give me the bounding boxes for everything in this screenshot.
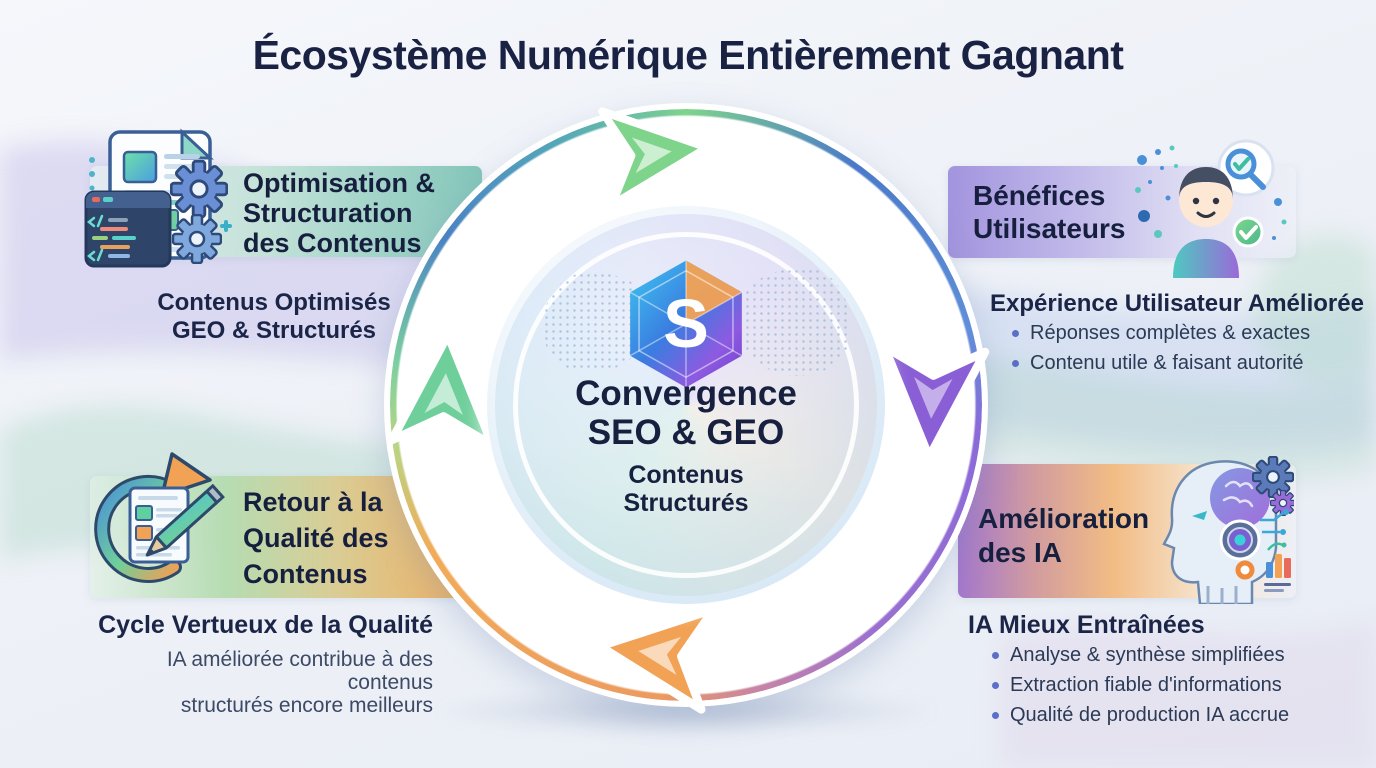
retour-subtitle: Cycle Vertueux de la Qualité [98,611,433,639]
center-title-line2: SEO & GEO [587,413,785,452]
sparkle [771,170,777,176]
retour-description: IA améliorée contribue à des contenus st… [166,648,433,717]
amelioration-title-line: Amélioration [978,503,1150,534]
amelioration-title-line: des IA [978,537,1063,568]
logo-letter: S [663,285,709,362]
amelioration-subtitle: IA Mieux Entraînées [968,611,1205,639]
page-title: Écosystème Numérique Entièrement Gagnant [252,32,1124,78]
optimisation-title: Optimisation & Structuration des Contenu… [243,168,435,258]
optimisation-subtitle-line: GEO & Structurés [171,317,377,344]
sparkle [494,566,498,570]
sparkle [451,491,456,496]
bullet-item: Extraction fiable d'informations [992,674,1289,697]
benefices-title: Bénéfices Utilisateurs [973,179,1126,245]
optimisation-title-line: des Contenus [243,228,422,258]
retour-title-line: Contenus [243,559,368,589]
cycle-arrow-top-icon [598,107,712,209]
refresh-document-pencil-icon [94,452,225,583]
glint [862,548,886,572]
retour-title: Retour à la Qualité des Contenus [243,484,389,592]
seo-geo-hexagon-logo-icon: S [629,260,743,388]
sparkle [525,213,530,218]
benefices-title-line: Utilisateurs [973,213,1126,244]
optimisation-title-line: Optimisation & [243,168,436,198]
document-gears-code-icon [84,128,232,268]
bullet-item: Analyse & synthèse simplifiées [992,644,1289,667]
optimisation-subtitle-line: Contenus Optimisés [157,289,391,316]
sparkle [921,319,927,325]
cycle-arrow-right-icon [880,342,990,462]
retour-subtitle-block: Cycle Vertueux de la Qualité IA amélioré… [95,611,433,717]
ai-robot-head-icon [1162,456,1294,604]
sparkle [580,632,585,637]
amelioration-bullets: Analyse & synthèse simplifiées Extractio… [992,644,1289,734]
benefices-bullets: Réponses complètes & exactes Contenu uti… [1012,322,1310,382]
retour-title-line: Retour à la [243,487,383,517]
optimisation-subtitle: Contenus Optimisés GEO & Structurés [148,289,400,345]
benefices-title-line: Bénéfices [973,180,1106,211]
center-subtitle-line1: Contenus [628,461,744,489]
sparkle [913,511,918,516]
bullet-item: Qualité de production IA accrue [992,704,1289,727]
cycle-arrow-bottom-icon [596,605,718,714]
benefices-subtitle: Expérience Utilisateur Améliorée [990,290,1364,317]
retour-title-line: Qualité des [243,523,389,553]
world-map-dots-right [737,268,851,376]
optimisation-title-line: Structuration [243,198,413,228]
sparkle [877,244,882,249]
glint [505,240,527,262]
sparkle [811,622,815,626]
center-subtitle-line2: Structurés [623,489,749,517]
amelioration-title: Amélioration des IA [978,502,1149,570]
user-search-check-icon [1135,139,1287,278]
center-title-line1: Convergence [575,374,797,413]
bullet-item: Contenu utile & faisant autorité [1012,352,1310,375]
bullet-item: Réponses complètes & exactes [1012,322,1310,345]
sparkle [600,170,604,174]
